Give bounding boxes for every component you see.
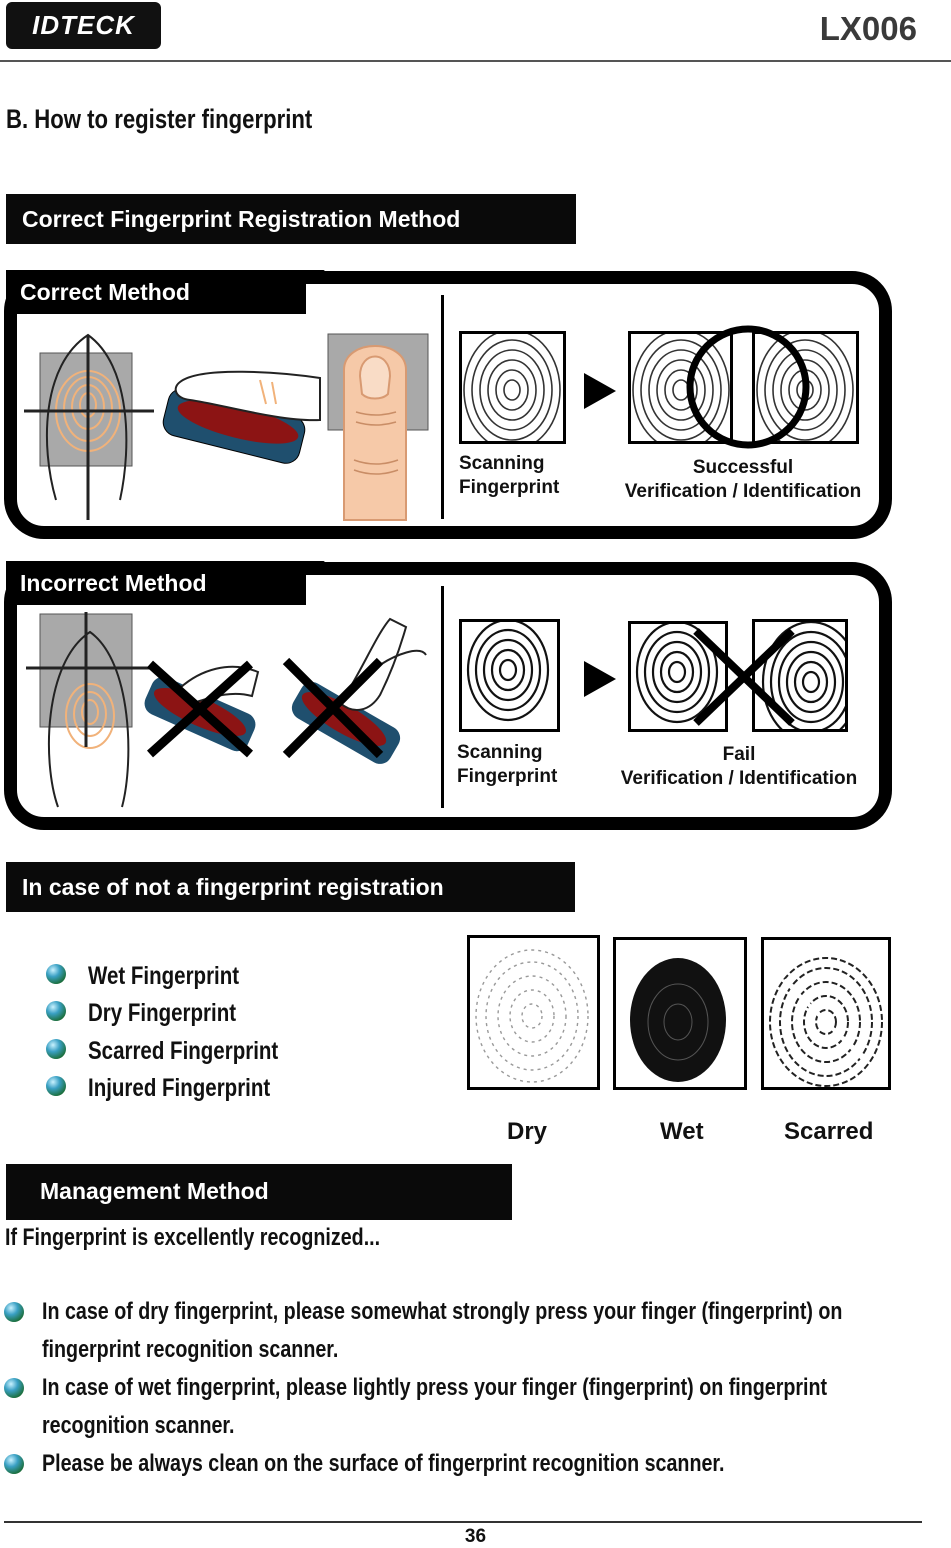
header-divider: [0, 60, 951, 62]
bullet-icon: [46, 1001, 66, 1021]
fail-caption: Fail Verification / Identification: [620, 744, 858, 789]
fail-cross-icon: [693, 628, 795, 726]
template-fingerprint-image: [628, 331, 733, 444]
idteck-logo: IDTECK: [6, 2, 161, 49]
correct-method-panel: [4, 271, 892, 539]
incorrect-method-label: Incorrect Method: [20, 570, 207, 596]
finger-position-illustration: [24, 333, 154, 520]
wrong-placement-illustration: [144, 660, 260, 758]
scan-caption: Scanning Fingerprint: [457, 742, 558, 787]
bullet-icon: [4, 1454, 24, 1474]
list-item: In case of wet fingerprint, please light…: [4, 1374, 944, 1450]
tab-corner: [265, 270, 325, 314]
tab-corner: [265, 561, 325, 605]
arrow-icon: [584, 661, 616, 697]
bullet-icon: [4, 1378, 24, 1398]
scanned-fingerprint-image: [459, 331, 566, 444]
list-item: In case of dry fingerprint, please somew…: [4, 1298, 944, 1374]
mismatched-fingerprint-image: [752, 619, 848, 732]
finger-on-sensor-illustration: [162, 370, 321, 464]
correct-method-tab: Correct Method: [6, 270, 306, 314]
incorrect-method-tab: Incorrect Method: [6, 561, 306, 605]
scarred-fingerprint-image: [761, 937, 891, 1090]
bullet-icon: [4, 1302, 24, 1322]
scan-caption: Scanning Fingerprint: [459, 453, 560, 498]
bullet-icon: [46, 1039, 66, 1059]
list-item: Please be always clean on the surface of…: [4, 1450, 944, 1490]
model-number: LX006: [819, 10, 917, 47]
dry-fingerprint-image: [467, 935, 600, 1090]
wet-label: Wet: [660, 1118, 704, 1145]
arrow-icon: [584, 373, 616, 409]
panel-divider: [441, 295, 444, 519]
management-intro: If Fingerprint is excellently recognized…: [5, 1224, 381, 1251]
panel-divider: [441, 586, 444, 808]
registration-method-bar: Correct Fingerprint Registration Method: [6, 194, 576, 244]
section-title: B. How to register fingerprint: [6, 104, 313, 134]
scarred-label: Scarred: [784, 1118, 874, 1145]
wrong-placement-illustration: [282, 617, 427, 764]
correct-method-label: Correct Method: [20, 279, 190, 305]
tips-list: In case of dry fingerprint, please somew…: [4, 1298, 944, 1490]
success-circle-icon: [686, 325, 810, 449]
footer-divider: [4, 1521, 922, 1523]
matched-fingerprint-image: [752, 331, 859, 444]
success-caption: Successful Verification / Identification: [624, 457, 862, 502]
wet-fingerprint-image: [613, 937, 747, 1090]
bullet-icon: [46, 964, 66, 984]
scanned-fingerprint-image: [459, 619, 560, 732]
finger-top-view-illustration: [327, 333, 429, 521]
bullet-icon: [46, 1076, 66, 1096]
not-registration-bar: In case of not a fingerprint registratio…: [6, 862, 575, 912]
page-number: 36: [464, 1526, 487, 1547]
finger-position-illustration: [26, 612, 156, 808]
dry-label: Dry: [507, 1118, 548, 1145]
management-method-bar: Management Method: [6, 1164, 512, 1220]
